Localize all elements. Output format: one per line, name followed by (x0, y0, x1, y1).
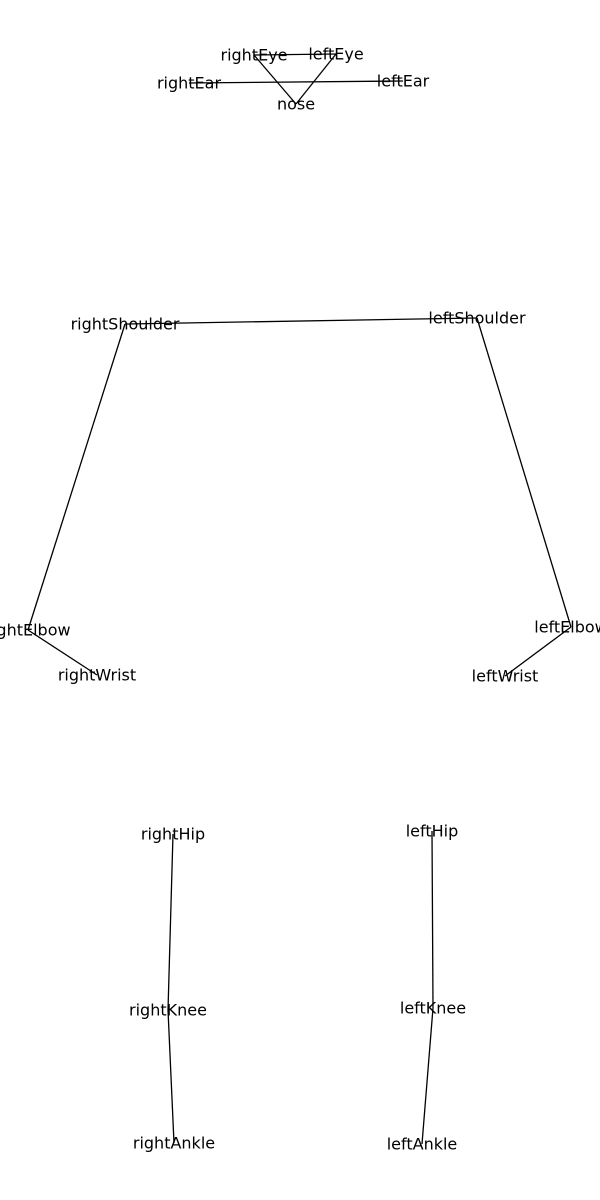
edge-rightKnee-rightAnkle (167, 1009, 175, 1144)
keypoint-label-rightWrist: rightWrist (58, 666, 136, 685)
keypoint-label-rightEye: rightEye (220, 46, 287, 65)
keypoint-label-rightAnkle: rightAnkle (133, 1134, 215, 1153)
keypoint-label-rightShoulder: rightShoulder (71, 315, 180, 334)
edge-nose-rightEye (253, 54, 297, 105)
edge-rightShoulder-rightElbow (27, 323, 126, 631)
edges-layer (27, 53, 572, 1145)
labels-layer: nose leftEye rightEye leftEar rightEar leftSh… (0, 45, 600, 1154)
edge-leftShoulder-rightShoulder (124, 317, 478, 325)
edge-leftEar-rightEar (188, 80, 404, 84)
keypoint-label-rightElbow: rightElbow (0, 621, 71, 640)
keypoint-label-leftEar: leftEar (377, 72, 430, 91)
edge-leftElbow-leftWrist (504, 626, 572, 677)
keypoint-label-leftEye: leftEye (308, 45, 363, 64)
keypoint-label-rightHip: rightHip (141, 825, 205, 844)
keypoint-label-leftElbow: leftElbow (534, 618, 600, 637)
edge-leftKnee-leftAnkle (421, 1007, 434, 1145)
keypoint-label-nose: nose (277, 95, 315, 114)
edge-leftShoulder-leftElbow (476, 317, 572, 628)
edge-leftEye-rightEye (253, 53, 337, 56)
keypoint-label-rightEar: rightEar (157, 74, 222, 93)
keypoint-label-leftShoulder: leftShoulder (428, 309, 526, 328)
keypoint-label-leftKnee: leftKnee (400, 999, 466, 1018)
edge-leftHip-leftKnee (431, 830, 434, 1009)
keypoint-label-rightKnee: rightKnee (129, 1001, 207, 1020)
edge-rightHip-rightKnee (167, 833, 174, 1011)
keypoint-label-leftHip: leftHip (406, 822, 459, 841)
edge-rightElbow-rightWrist (27, 629, 98, 676)
keypoint-label-leftWrist: leftWrist (472, 667, 539, 686)
edge-nose-leftEye (295, 53, 337, 105)
keypoint-label-leftAnkle: leftAnkle (387, 1135, 458, 1154)
